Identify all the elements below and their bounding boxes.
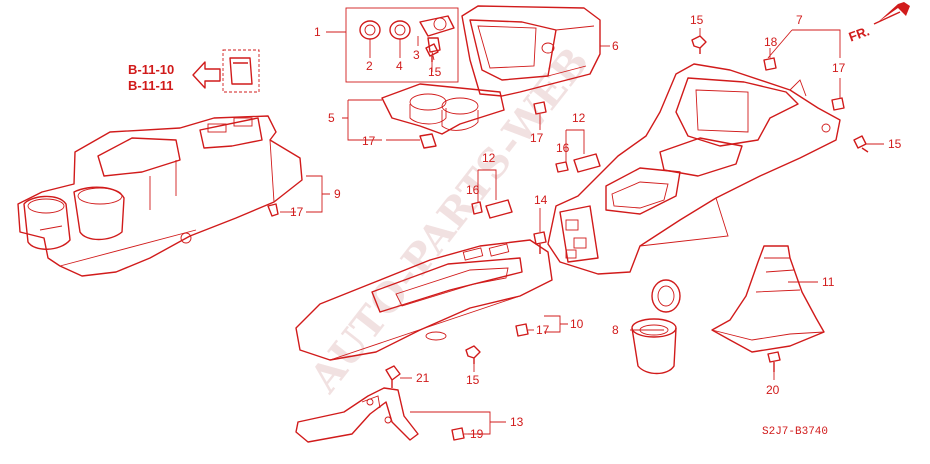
callout-17-front: 17	[832, 61, 846, 75]
leader-lines	[280, 28, 884, 435]
cup-holder-part	[381, 83, 505, 135]
callout-3: 3	[413, 48, 420, 62]
callout-6: 6	[612, 39, 619, 53]
front-console-part	[547, 63, 841, 275]
bracket-part	[295, 387, 419, 443]
reference-link[interactable]: B-11-10 B-11-11	[128, 62, 174, 93]
callout-5: 5	[328, 111, 335, 125]
front-pocket-part	[461, 5, 601, 97]
callout-17-rear: 17	[290, 205, 304, 219]
center-panel-part	[295, 239, 553, 361]
ashtray-cup-part	[631, 279, 681, 375]
callout-20: 20	[766, 383, 780, 397]
callout-12-upper: 12	[572, 111, 586, 125]
callout-14: 14	[534, 193, 548, 207]
callout-15-front: 15	[690, 13, 704, 27]
callout-17-cupholder: 17	[362, 134, 376, 148]
callout-9: 9	[334, 187, 341, 201]
front-direction-label: FR.	[847, 23, 872, 44]
switch-panel-part	[222, 49, 260, 93]
callout-15-switch: 15	[428, 65, 442, 79]
fastener-icons	[267, 35, 869, 441]
reference-arrow-icon	[192, 61, 221, 89]
callout-labels: 1 2 3 4 6 15 5 17 17 12 16 12 16 9 17 14…	[290, 13, 902, 441]
callout-1: 1	[314, 25, 321, 39]
callout-4: 4	[396, 59, 403, 73]
diagram-code: S2J7-B3740	[762, 426, 828, 438]
callout-2: 2	[366, 59, 373, 73]
callout-16-upper: 16	[556, 141, 570, 155]
callout-16-lower: 16	[466, 183, 480, 197]
callout-13: 13	[510, 415, 524, 429]
callout-10: 10	[570, 317, 584, 331]
reference-b-11-10[interactable]: B-11-10	[128, 62, 174, 77]
switch-cluster-part	[345, 7, 459, 83]
front-direction-icon: FR.	[847, 2, 910, 45]
callout-19: 19	[470, 427, 484, 441]
callout-18: 18	[764, 35, 778, 49]
callout-15-side: 15	[888, 137, 902, 151]
reference-b-11-11[interactable]: B-11-11	[128, 78, 174, 93]
callout-17-pocket: 17	[530, 131, 544, 145]
callout-11: 11	[822, 275, 835, 289]
callout-12-lower: 12	[482, 151, 496, 165]
callout-7: 7	[796, 13, 803, 27]
callout-15-lower: 15	[466, 373, 480, 387]
callout-17-panel: 17	[536, 323, 550, 337]
rear-console-part	[17, 115, 303, 277]
shift-boot-part	[711, 245, 825, 353]
callout-21: 21	[416, 371, 430, 385]
callout-8: 8	[612, 323, 619, 337]
